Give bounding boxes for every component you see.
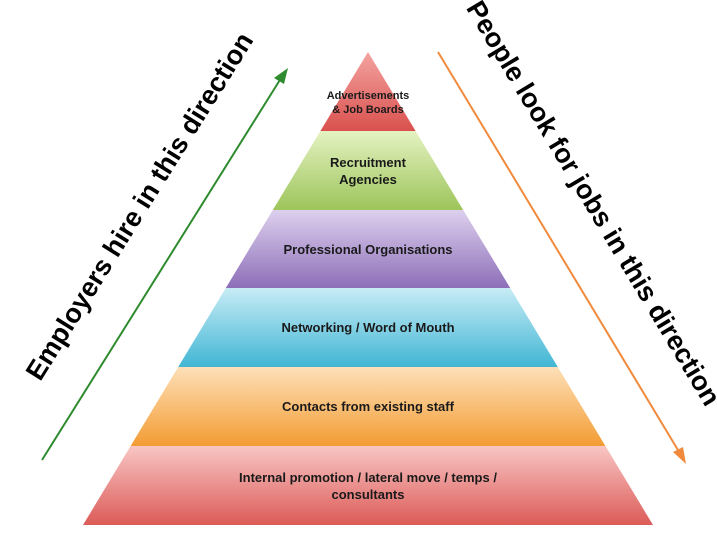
tier-recruitment-agencies	[272, 131, 464, 210]
tier-label-advertisements: Advertisements & Job Boards	[326, 89, 410, 116]
tier-advertisements	[320, 52, 416, 131]
tier-professional-organisations	[225, 210, 511, 288]
right-arrowhead	[673, 447, 686, 464]
right-arrow-line	[437, 51, 682, 456]
tier-contacts-existing-staff	[130, 367, 606, 446]
tier-internal-promotion	[83, 446, 653, 525]
tier-label-networking: Networking / Word of Mouth	[281, 320, 455, 335]
tier-label-professional-organisations: Professional Organisations	[283, 241, 453, 257]
left-arrow-line	[41, 74, 284, 461]
tier-networking	[178, 288, 558, 367]
tier-label-internal-promotion: Internal promotion / lateral move / temp…	[239, 469, 497, 502]
tier-label-contacts-existing-staff: Contacts from existing staff	[282, 399, 454, 414]
left-arrowhead	[274, 68, 288, 84]
tier-label-recruitment-agencies: Recruitment Agencies	[330, 154, 406, 187]
